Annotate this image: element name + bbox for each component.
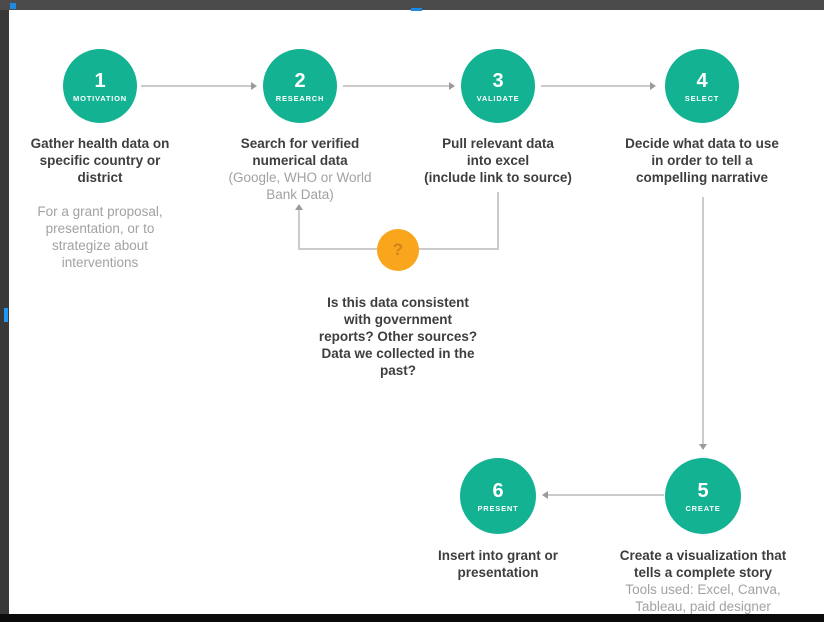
step-label: RESEARCH (275, 93, 325, 103)
step-circle-create: 5 CREATE (665, 458, 741, 534)
step-circle-select: 4 SELECT (665, 49, 739, 123)
arrow-line-step3-step4 (541, 85, 652, 87)
step4-description: Decide what data to use in order to tell… (625, 136, 779, 185)
top-border-bar (0, 0, 824, 10)
step1-description: Gather health data on specific country o… (30, 136, 170, 185)
step-number: 1 (94, 69, 106, 92)
arrowhead-step3-step4 (650, 82, 656, 90)
blue-accent-mark-topleft (10, 3, 16, 9)
step-circle-validate: 3 VALIDATE (461, 49, 535, 123)
step-circle-present: 6 PRESENT (460, 458, 536, 534)
decision-question-circle: ? (377, 229, 419, 271)
arrow-line-step5-step6 (548, 494, 664, 496)
step-circle-research: 2 RESEARCH (263, 49, 337, 123)
step-label: MOTIVATION (73, 93, 127, 103)
step-number: 6 (492, 479, 504, 502)
step3-description: Pull relevant data into excel (include l… (424, 136, 572, 185)
step5-description-prefix: Create a visualization that tells a (619, 548, 787, 580)
step5-description-bold: complete (675, 565, 736, 580)
feedback-line-down (497, 192, 499, 250)
step-number: 4 (696, 69, 708, 92)
arrowhead-step1-step2 (251, 82, 257, 90)
step-label: PRESENT (477, 503, 519, 513)
step1-note: For a grant proposal, presentation, or t… (37, 204, 163, 270)
arrow-line-step1-step2 (141, 85, 253, 87)
step-number: 2 (294, 69, 306, 92)
arrowhead-feedback-up (295, 204, 303, 210)
arrowhead-step4-step5 (699, 444, 707, 450)
step2-description: Search for verified numerical data (240, 136, 360, 168)
step2-note: (Google, WHO or World Bank Data) (228, 170, 372, 202)
feedback-line-up (298, 210, 300, 250)
arrow-line-step4-step5 (702, 197, 704, 444)
step-number: 5 (697, 479, 709, 502)
step-circle-motivation: 1 MOTIVATION (63, 49, 137, 123)
blue-accent-mark-left (4, 308, 8, 322)
arrowhead-step5-step6 (542, 491, 548, 499)
decision-question-text: Is this data consistent with government … (318, 295, 478, 378)
step5-description: Create a visualization that tells a comp… (605, 547, 801, 581)
step5-description-suffix: story (735, 565, 773, 580)
arrow-line-step2-step3 (343, 85, 451, 87)
step5-note: Tools used: Excel, Canva, Tableau, paid … (625, 582, 781, 614)
blue-accent-mark-top (411, 8, 422, 11)
step6-description: Insert into grant or presentation (437, 548, 558, 580)
step-label: SELECT (684, 93, 720, 103)
question-mark-icon: ? (392, 240, 404, 259)
arrowhead-step2-step3 (449, 82, 455, 90)
bottom-border-bar (0, 614, 824, 622)
step-label: VALIDATE (476, 93, 520, 103)
step-number: 3 (492, 69, 504, 92)
step-label: CREATE (685, 503, 721, 513)
